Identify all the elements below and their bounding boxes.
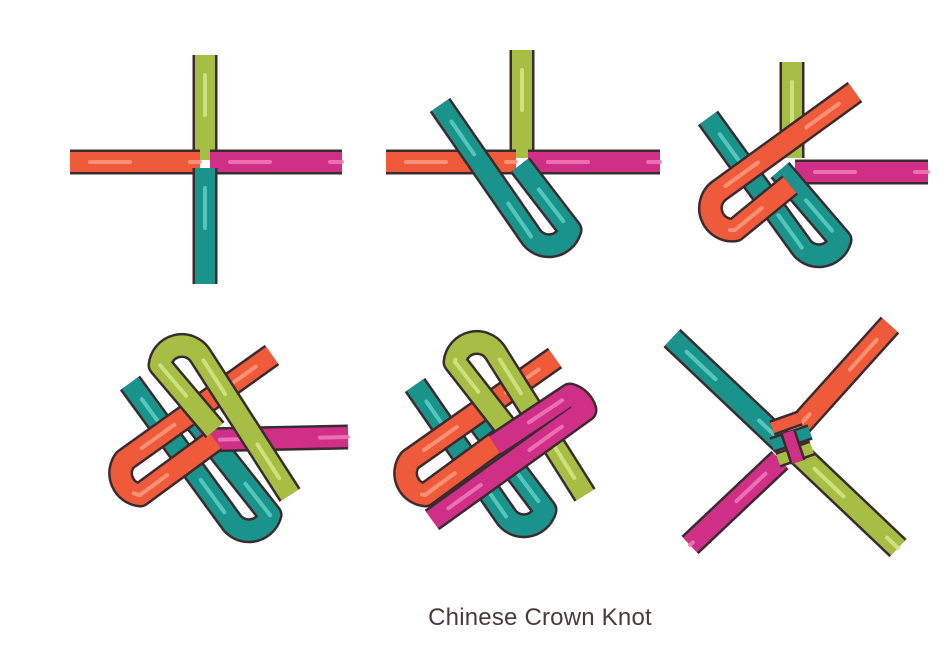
magenta-cord bbox=[198, 424, 350, 453]
knot-step-1 bbox=[68, 53, 344, 286]
magenta-cord bbox=[424, 382, 598, 531]
orange-cord bbox=[790, 316, 900, 434]
magenta-cord bbox=[681, 450, 789, 555]
orange-cord bbox=[393, 347, 563, 508]
teal-cord bbox=[697, 110, 853, 269]
knot-step-4 bbox=[108, 333, 350, 544]
orange-cord bbox=[698, 81, 863, 243]
lime-cord bbox=[791, 445, 907, 558]
lime-cord bbox=[442, 330, 596, 502]
teal-cord bbox=[429, 97, 583, 259]
teal-cord bbox=[663, 328, 794, 455]
diagram-caption: Chinese Crown Knot bbox=[428, 604, 652, 631]
knot-center bbox=[769, 410, 815, 468]
orange-cord bbox=[108, 344, 280, 508]
knot-step-3 bbox=[697, 60, 930, 269]
teal-cord bbox=[404, 377, 558, 539]
lime-cord bbox=[147, 333, 301, 502]
knot-step-5 bbox=[393, 330, 598, 539]
teal-cord bbox=[119, 375, 283, 544]
knot-step-2 bbox=[384, 48, 662, 259]
knot-step-6 bbox=[663, 316, 907, 558]
